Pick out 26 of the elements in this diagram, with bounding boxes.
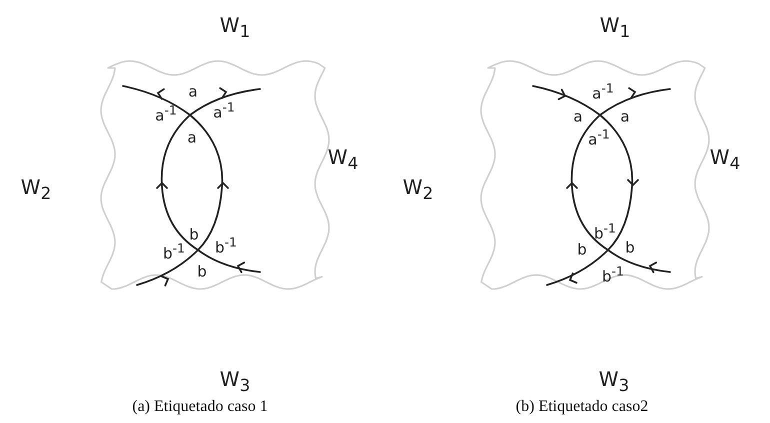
region-label: W$_{1}$: [600, 15, 630, 41]
arc-label: a: [573, 110, 583, 124]
arc-label: a$^{-1}$: [592, 82, 614, 102]
arc-label: b$^{-1}$: [163, 242, 185, 262]
arc-label: b$^{-1}$: [602, 266, 624, 284]
arc-label: a: [188, 84, 198, 100]
arc-label: b$^{-1}$: [594, 222, 616, 242]
arc-label: b: [625, 240, 635, 256]
arc-label: b$^{-1}$: [215, 236, 237, 256]
region-label: W$_{4}$: [328, 147, 358, 173]
subfigure-caption: (a) Etiquetado caso 1: [132, 399, 268, 415]
region-label: W$_{1}$: [220, 15, 250, 41]
region-label: W$_{4}$: [710, 147, 740, 173]
arc-label: a$^{-1}$: [155, 104, 177, 124]
region-label: W$_{2}$: [20, 177, 52, 203]
arc-label: a: [187, 130, 197, 146]
arc-label: a: [620, 110, 630, 124]
arc-label: b: [577, 242, 587, 258]
region-label: W$_{2}$: [402, 177, 434, 203]
subfigure-caption: (b) Etiquetado caso2: [516, 399, 648, 415]
region-label: W$_{3}$: [220, 369, 250, 395]
arc-label: a$^{-1}$: [213, 102, 235, 120]
arc-label: b: [197, 264, 207, 280]
region-label: W$_{3}$: [598, 369, 630, 395]
arc-label: a$^{-1}$: [588, 128, 610, 148]
arc-label: b: [189, 228, 199, 242]
